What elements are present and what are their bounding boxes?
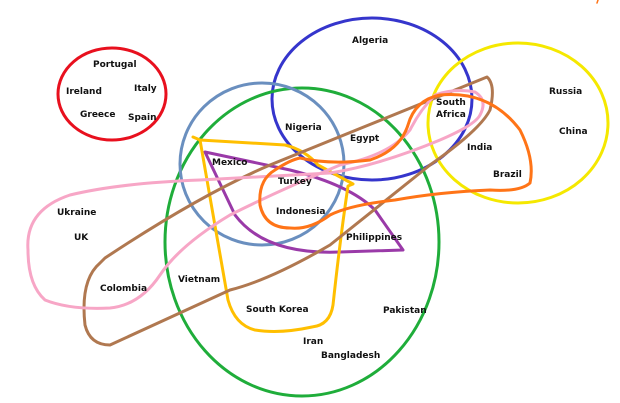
label-india: India <box>467 143 493 153</box>
green-group-circle <box>163 86 441 398</box>
label-nigeria: Nigeria <box>285 123 322 133</box>
label-russia: Russia <box>549 87 583 97</box>
label-south-korea: South Korea <box>246 305 309 315</box>
label-indonesia: Indonesia <box>276 207 326 217</box>
orange-mark <box>596 0 599 4</box>
label-portugal: Portugal <box>93 60 137 70</box>
label-south: South <box>436 98 466 108</box>
label-bangladesh: Bangladesh <box>321 351 381 361</box>
blue-group-circle <box>270 16 474 182</box>
label-colombia: Colombia <box>100 284 148 294</box>
red-group-circle <box>56 46 168 142</box>
pink-group-shape <box>26 89 485 310</box>
label-spain: Spain <box>128 113 157 123</box>
label-ireland: Ireland <box>66 87 102 97</box>
label-brazil: Brazil <box>493 170 522 180</box>
label-egypt: Egypt <box>350 134 380 144</box>
purple-group-shape <box>203 150 405 254</box>
brown-group-shape <box>82 75 494 347</box>
label-china: China <box>559 127 588 137</box>
label-africa: Africa <box>436 110 466 120</box>
label-ukraine: Ukraine <box>57 208 97 218</box>
label-mexico: Mexico <box>212 158 248 168</box>
label-turkey: Turkey <box>278 177 312 187</box>
label-iran: Iran <box>303 337 324 347</box>
label-greece: Greece <box>80 110 116 120</box>
label-algeria: Algeria <box>352 36 389 46</box>
label-philippines: Philippines <box>346 233 403 243</box>
orange-group-shape <box>258 92 533 230</box>
label-uk: UK <box>74 233 89 243</box>
label-pakistan: Pakistan <box>383 306 427 316</box>
label-vietnam: Vietnam <box>178 275 221 285</box>
yellow-group-circle <box>426 41 610 205</box>
label-italy: Italy <box>134 84 157 94</box>
